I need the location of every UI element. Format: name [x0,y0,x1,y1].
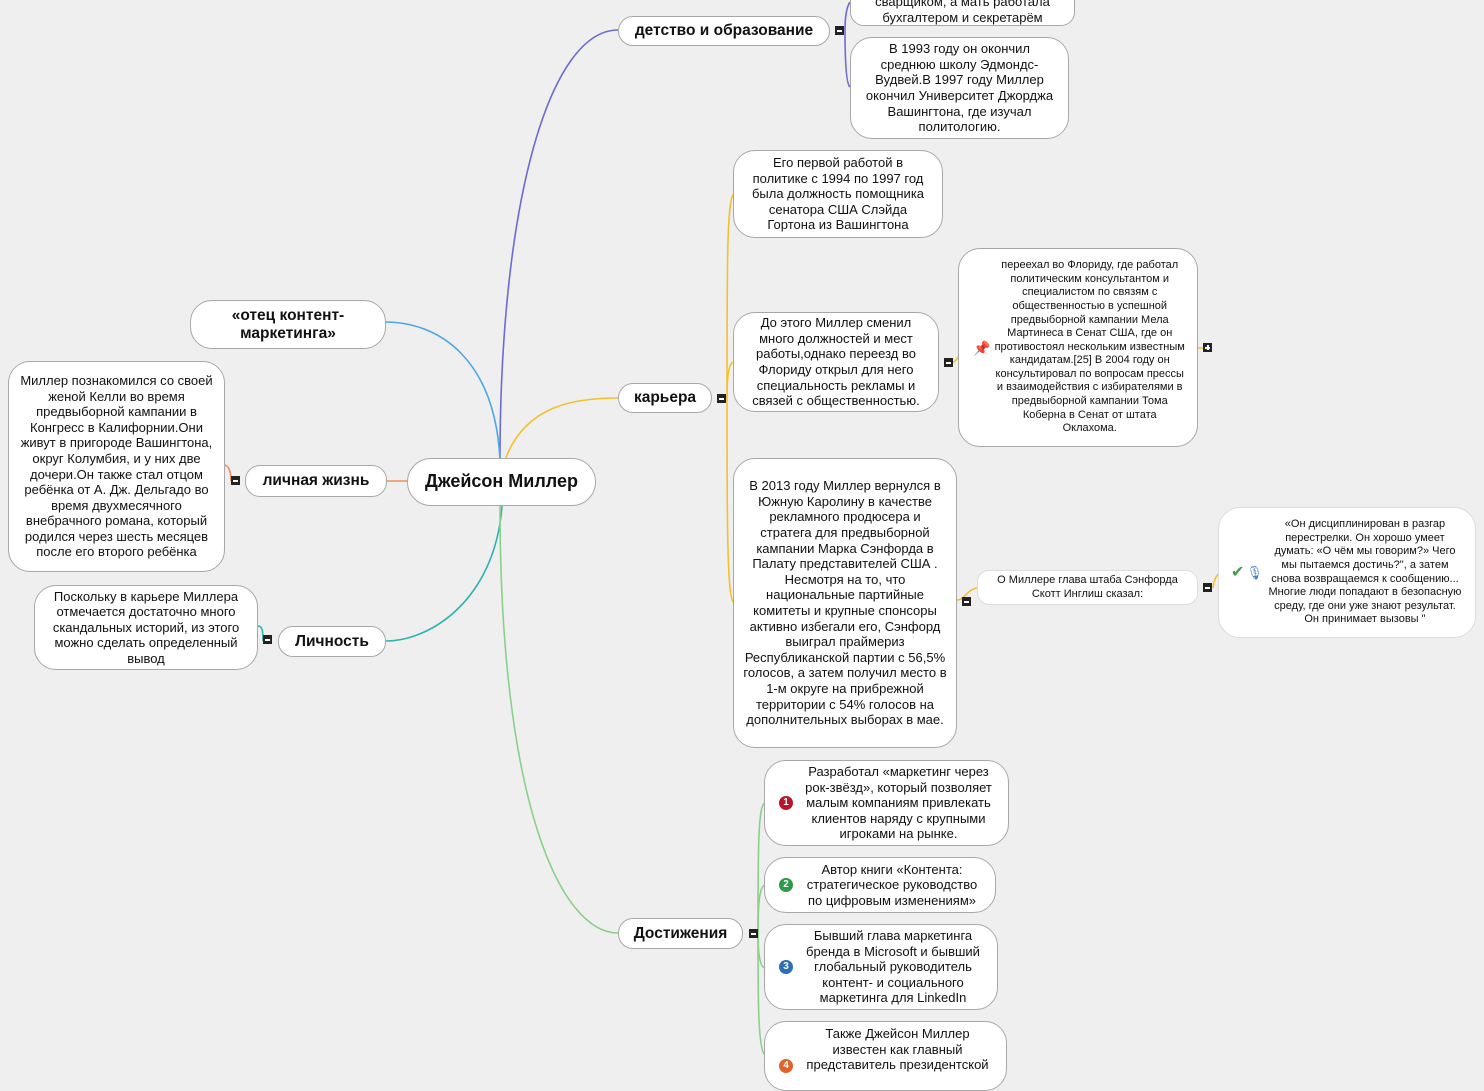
collapse-toggle-personal[interactable] [231,476,240,485]
career-south-carolina-node[interactable]: В 2013 году Миллер вернулся в Южную Каро… [733,458,957,748]
topic-childhood[interactable]: детство и образование [618,16,830,46]
link-achievements [499,505,619,934]
topic-personal-life[interactable]: личная жизнь [245,465,387,497]
career-inglis-node[interactable]: О Миллере глава штаба Сэнфорда Скотт Инг… [977,570,1198,605]
priority-2-icon: 2 [779,878,793,892]
check-icon: ✔ [1231,563,1245,581]
topic-personality[interactable]: Личность [278,626,386,657]
expand-toggle-florida-detail[interactable] [1203,343,1212,352]
career-quote-node[interactable]: ✔ 🎙 «Он дисциплинирован в разгар перестр… [1218,507,1476,638]
topic-career[interactable]: карьера [618,383,712,413]
topic-father-of-content-marketing[interactable]: «отец контент-маркетинга» [190,300,386,349]
personal-life-node[interactable]: Миллер познакомился со своей женой Келли… [8,361,225,572]
collapse-toggle-achievements[interactable] [749,929,758,938]
childhood-parents-node[interactable]: сварщиком, а мать работала бухгалтером и… [850,0,1075,26]
career-florida-detail-node[interactable]: 📌 переехал во Флориду, где работал полит… [958,248,1198,447]
childhood-school-node[interactable]: В 1993 году он окончил среднюю школу Эдм… [850,37,1069,139]
achievement-1-node[interactable]: 1 Разработал «маркетинг через рок-звёзд»… [764,760,1009,846]
achievement-2-node[interactable]: 2 Автор книги «Контента: стратегическое … [764,857,996,913]
link-personality [385,505,503,642]
achievement-4-node[interactable]: 4 Также Джейсон Миллер известен как глав… [764,1021,1007,1091]
collapse-toggle-childhood[interactable] [835,26,844,35]
microphone-icon: 🎙 [1246,564,1263,580]
collapse-toggle-career[interactable] [717,394,726,403]
topic-achievements[interactable]: Достижения [618,918,743,949]
collapse-toggle-personality[interactable] [263,635,272,644]
achievement-3-node[interactable]: 3 Бывший глава маркетинга бренда в Micro… [764,924,998,1010]
priority-1-icon: 1 [779,796,793,810]
career-first-job-node[interactable]: Его первой работой в политике с 1994 по … [733,150,943,238]
link-career [504,397,619,461]
collapse-toggle-south-carolina[interactable] [962,597,971,606]
link-father [384,321,501,461]
central-topic[interactable]: Джейсон Миллер [407,458,596,506]
personality-node[interactable]: Поскольку в карьере Миллера отмечается д… [34,585,258,670]
link-childhood [499,29,619,461]
collapse-toggle-florida[interactable] [944,358,953,367]
pin-icon: 📌 [973,339,991,356]
career-florida-node[interactable]: До этого Миллер сменил много должностей … [733,312,939,412]
priority-4-icon: 4 [779,1059,793,1073]
collapse-toggle-inglis[interactable] [1203,583,1212,592]
priority-3-icon: 3 [779,960,793,974]
